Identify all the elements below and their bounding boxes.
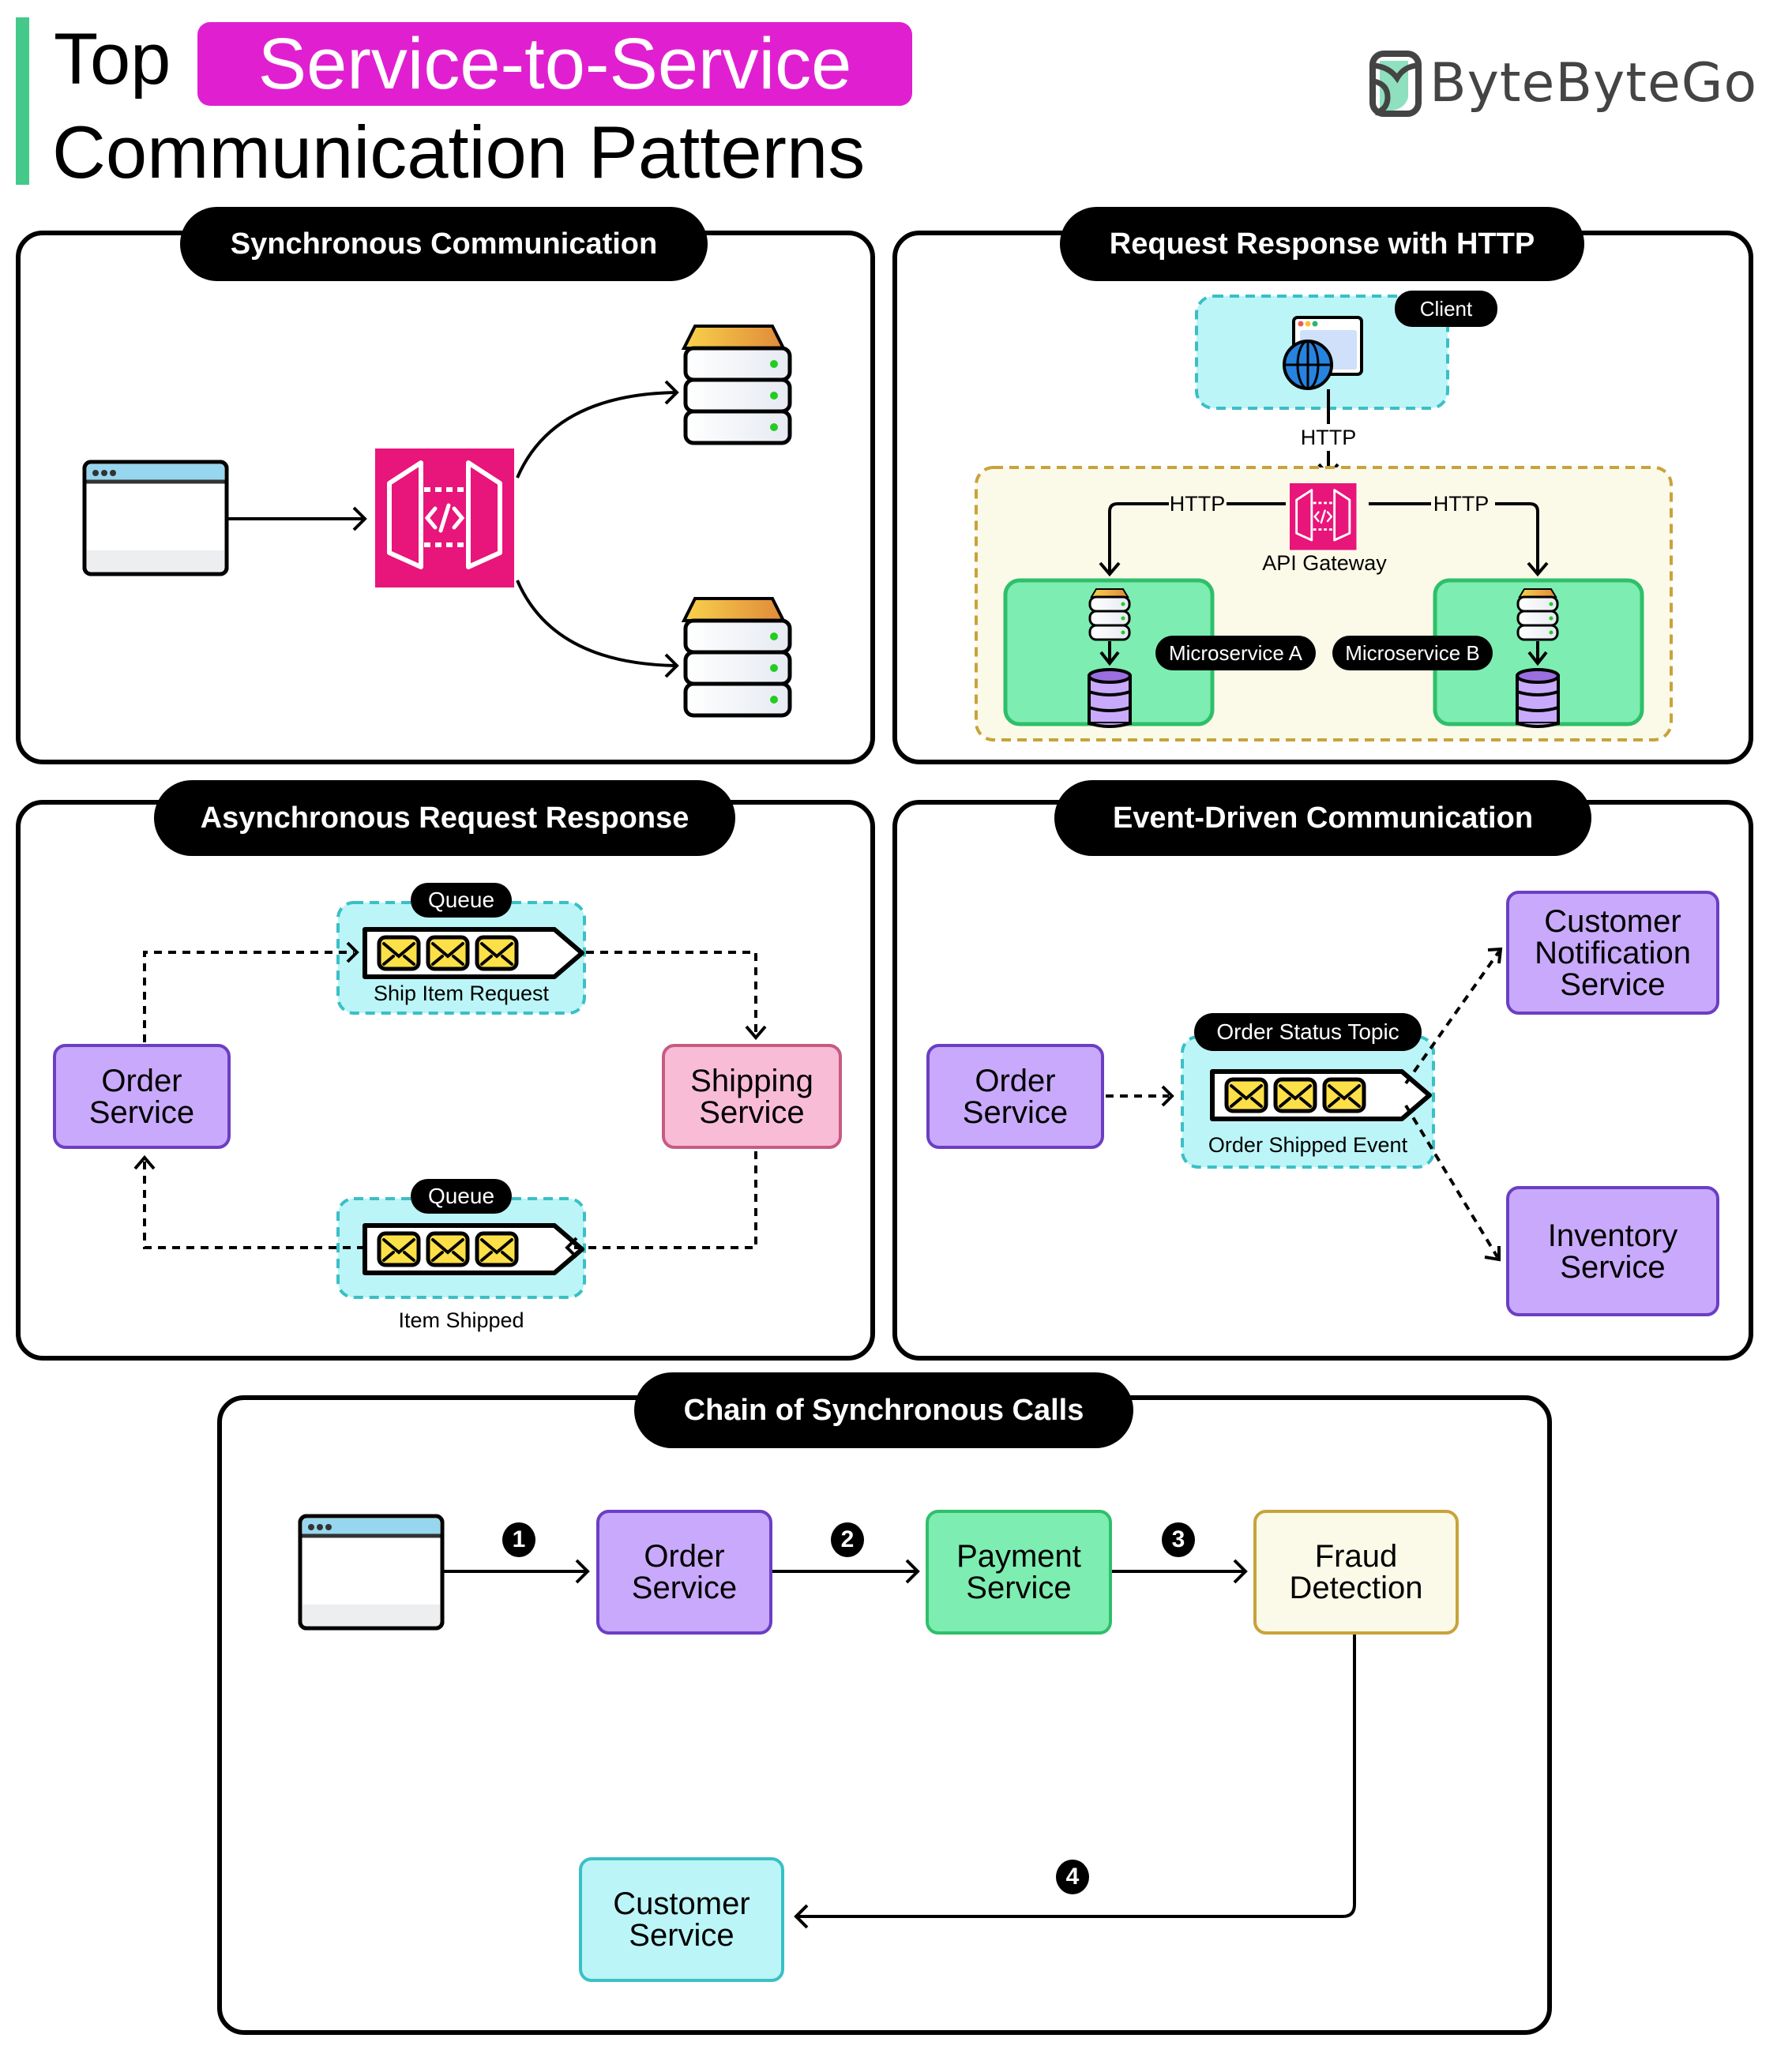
title-accent-bar: [16, 17, 29, 185]
step-badge-4: 4: [1065, 1864, 1080, 1890]
http-label-right: HTTP: [1433, 492, 1490, 516]
panel-title-async: Asynchronous Request Response: [154, 780, 735, 856]
service-name-line1: Customer: [1544, 903, 1681, 939]
queue-bottom-label: Item Shipped: [398, 1308, 524, 1332]
http-label-top: HTTP: [1289, 424, 1368, 451]
title-line2: Communication Patterns: [52, 111, 866, 193]
service-name-line2: Service: [699, 1094, 805, 1130]
service-name-line2: Notification: [1535, 935, 1691, 970]
title-highlight: Service-to-Service: [197, 22, 912, 106]
service-name-line1: Shipping: [690, 1063, 813, 1098]
step-badge-3: 3: [1171, 1526, 1185, 1552]
panel-title-http: Request Response with HTTP: [1060, 207, 1584, 281]
panel-chain: [217, 1395, 1552, 2035]
panel-title-event: Event-Driven Communication: [1054, 780, 1591, 856]
service-name-line2: Detection: [1289, 1571, 1423, 1605]
bytebytego-logo-icon: [1369, 51, 1422, 117]
queue-top-tag: Queue: [411, 883, 512, 918]
service-name-line2: Service: [629, 1918, 734, 1953]
service-name-line1: Order: [101, 1063, 182, 1098]
service-name-line1: Inventory: [1547, 1218, 1678, 1253]
microservice-b-tag: Microservice B: [1332, 636, 1493, 670]
topic-label: Order Shipped Event: [1208, 1133, 1408, 1157]
service-name-line2: Service: [88, 1094, 195, 1130]
panel-title-synchronous: Synchronous Communication: [180, 207, 708, 281]
brand-name: ByteByteGo: [1429, 52, 1758, 114]
step-badge-2: 2: [840, 1526, 855, 1552]
panel-title-chain: Chain of Synchronous Calls: [634, 1372, 1133, 1448]
queue-top-label: Ship Item Request: [373, 982, 550, 1005]
queue-bottom-tag: Queue: [411, 1179, 512, 1214]
client-tag: Client: [1395, 291, 1497, 327]
api-gateway-label: API Gateway: [1262, 551, 1387, 575]
microservice-a-tag: Microservice A: [1155, 636, 1316, 670]
panel-synchronous: [16, 231, 875, 764]
service-name-line2: Service: [962, 1094, 1069, 1130]
service-name-line1: Fraud: [1314, 1539, 1398, 1574]
topic-tag: Order Status Topic: [1194, 1013, 1422, 1051]
service-name-line1: Payment: [956, 1539, 1081, 1574]
panel-http: [892, 231, 1753, 764]
service-name-line1: Order: [644, 1539, 725, 1574]
service-name-line2: Service: [1560, 1249, 1666, 1285]
service-name-line2: Service: [631, 1571, 738, 1605]
service-name-line3: Service: [1560, 967, 1666, 1002]
step-badge-1: 1: [512, 1526, 526, 1552]
http-label-left: HTTP: [1169, 492, 1226, 516]
service-name-line1: Customer: [613, 1886, 750, 1921]
service-name-line1: Order: [975, 1063, 1056, 1098]
service-name-line2: Service: [966, 1571, 1072, 1605]
title-prefix: Top: [54, 19, 171, 99]
